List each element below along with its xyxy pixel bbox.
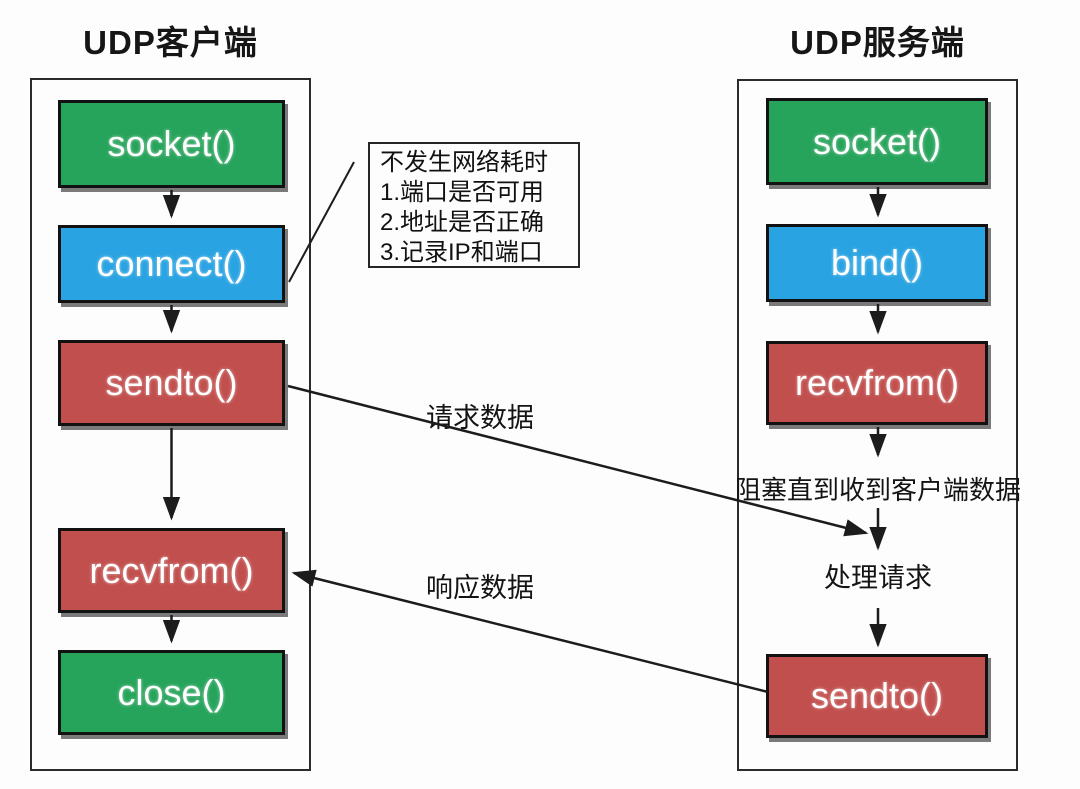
client-close-label: close() [117, 671, 226, 713]
request-data-label: 请求数据 [426, 403, 534, 433]
server-recvfrom-label: recvfrom() [795, 362, 959, 403]
annotation-line-3: 2.地址是否正确 [380, 209, 545, 236]
server-title: UDP服务端 [790, 24, 965, 61]
server-bind-box: bind() [766, 224, 988, 302]
server-process-note: 处理请求 [824, 563, 932, 593]
client-title: UDP客户端 [83, 24, 258, 61]
server-blocking-note: 阻塞直到收到客户端数据 [734, 475, 1021, 505]
server-bind-label: bind() [830, 242, 924, 283]
client-sendto-box: sendto() [58, 340, 285, 426]
client-socket-box: socket() [58, 100, 285, 188]
response-data-label: 响应数据 [426, 573, 534, 603]
client-sendto-label: sendto() [105, 362, 238, 403]
server-recvfrom-box: recvfrom() [766, 341, 988, 425]
client-connect-box: connect() [58, 225, 285, 303]
server-sendto-label: sendto() [810, 675, 944, 716]
connect-annotation-box: 不发生网络耗时 1.端口是否可用 2.地址是否正确 3.记录IP和端口 [368, 142, 580, 268]
client-recvfrom-box: recvfrom() [58, 528, 285, 613]
client-recvfrom-label: recvfrom() [89, 549, 254, 591]
annotation-line-4: 3.记录IP和端口 [380, 239, 543, 266]
client-connect-label: connect() [96, 243, 247, 284]
server-socket-label: socket() [812, 120, 942, 162]
annotation-line-1: 不发生网络耗时 [380, 149, 548, 176]
server-socket-box: socket() [766, 98, 988, 185]
client-socket-label: socket() [107, 123, 236, 164]
server-sendto-box: sendto() [766, 654, 988, 738]
annotation-line-2: 1.端口是否可用 [380, 179, 545, 206]
client-close-box: close() [58, 650, 285, 735]
